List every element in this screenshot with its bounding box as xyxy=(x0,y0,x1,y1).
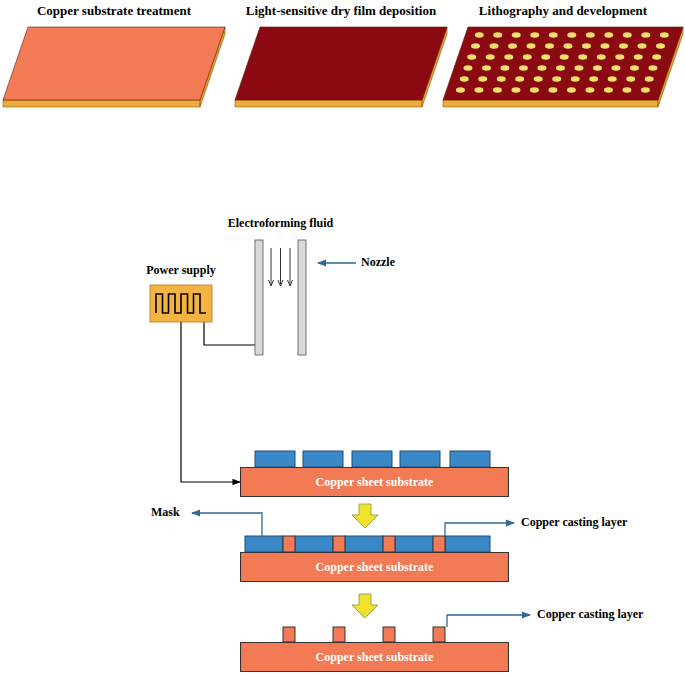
substrate-label: Copper sheet substrate xyxy=(240,475,509,489)
substrate-plate: Copper substrate treatment xyxy=(3,27,225,107)
plate-shape xyxy=(3,27,225,107)
callout-label: Mask xyxy=(150,505,181,519)
substrate-label: Copper sheet substrate xyxy=(240,560,509,574)
nozzle-shape xyxy=(255,240,306,355)
process-arrow xyxy=(352,504,378,528)
wire xyxy=(204,322,255,345)
substrate-box: Copper sheet substrate xyxy=(240,552,509,582)
step-title: Copper substrate treatment xyxy=(0,3,285,19)
substrate-box: Copper sheet substrate xyxy=(240,467,509,497)
wire xyxy=(181,322,240,482)
callout-label: Copper casting layer xyxy=(520,515,628,529)
copper-casting-bumps xyxy=(283,627,445,642)
leader-lines xyxy=(192,263,530,627)
fluid-label: Electroforming fluid xyxy=(195,216,366,230)
mask-blocks xyxy=(255,451,490,467)
patterned-plate: Lithography and development xyxy=(443,27,683,107)
power-supply-box: Power supply xyxy=(150,285,212,322)
substrate-box: Copper sheet substrate xyxy=(240,642,509,672)
dry-film-plate: Light-sensitive dry film deposition xyxy=(235,27,447,107)
nozzle: Electroforming fluid xyxy=(255,240,306,355)
callout-label: Nozzle xyxy=(360,255,396,269)
substrate-label: Copper sheet substrate xyxy=(240,650,509,664)
power-shape xyxy=(150,285,212,322)
step-title: Lithography and development xyxy=(383,3,685,19)
component-label: Power supply xyxy=(90,263,272,277)
callout-label: Copper casting layer xyxy=(536,607,644,621)
step-title: Light-sensitive dry film deposition xyxy=(175,3,507,19)
process-arrow xyxy=(352,594,378,618)
mask-layer xyxy=(245,536,490,552)
plate-shape xyxy=(235,27,447,107)
copper-casting-columns xyxy=(283,536,445,552)
plate-shape xyxy=(443,27,683,107)
